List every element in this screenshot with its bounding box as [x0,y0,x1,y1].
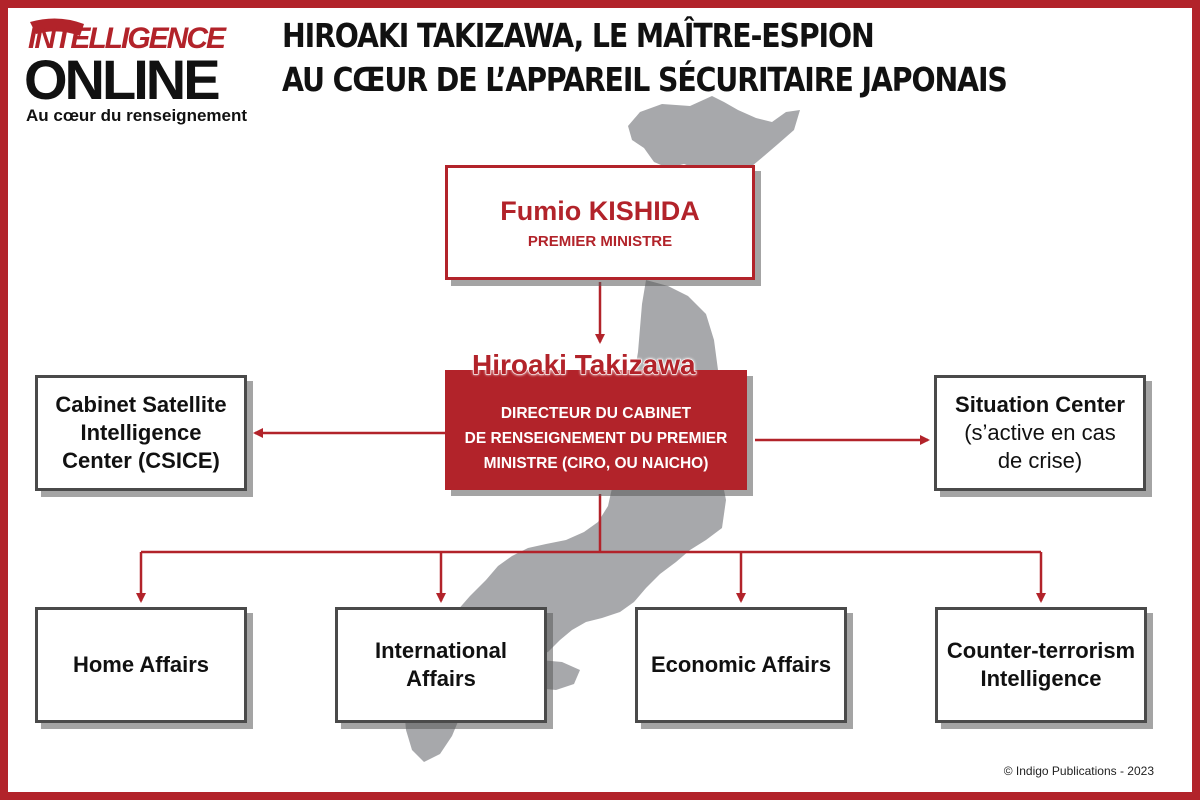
logo-tagline: Au cœur du renseignement [26,106,248,125]
situation-center-line-2: de crise) [997,448,1083,473]
title-line2: AU CŒUR DE L’APPAREIL SÉCURITAIRE JAPONA… [282,60,1008,99]
department-label: Intelligence [980,666,1102,691]
situation-center-line-1: (s’active en cas [964,420,1116,445]
prime-minister-box: Fumio KISHIDA PREMIER MINISTRE [445,165,755,280]
map-hokkaido [628,96,800,184]
department-home-affairs: Home Affairs [35,607,247,723]
prime-minister-name: Fumio KISHIDA [500,195,700,226]
director-line-2: DE RENSEIGNEMENT DU PREMIER [464,429,728,447]
director-name: Hiroaki Takizawa [471,348,696,380]
logo-line1: INTELLIGENCE [28,22,226,55]
department-international-affairs: International Affairs [335,607,547,723]
csice-box: Cabinet Satellite Intelligence Center (C… [35,375,247,491]
director-line-3: MINISTRE (CIRO, OU NAICHO) [483,454,709,472]
prime-minister-role: PREMIER MINISTRE [527,232,673,250]
situation-center-box: Situation Center (s’active en cas de cri… [934,375,1146,491]
department-counter-terrorism: Counter-terrorism Intelligence [935,607,1147,723]
title-line1: HIROAKI TAKIZAWA, LE MAÎTRE-ESPION [282,16,875,55]
page-title: HIROAKI TAKIZAWA, LE MAÎTRE-ESPION AU CŒ… [282,14,1056,102]
situation-center-title: Situation Center [955,392,1125,417]
department-label: Counter-terrorism [946,638,1136,663]
director-box: DIRECTEUR DU CABINET DE RENSEIGNEMENT DU… [445,370,747,490]
csice-line-3: Center (CSICE) [62,448,220,473]
copyright-notice: © Indigo Publications - 2023 [1003,764,1154,778]
director-line-1: DIRECTEUR DU CABINET [500,404,692,422]
logo-line2: ONLINE [24,48,221,111]
logo-swoosh [30,18,84,36]
department-label: Home Affairs [72,652,210,677]
department-label: Affairs [406,666,476,691]
department-label: Economic Affairs [650,652,832,677]
csice-line-1: Cabinet Satellite [55,392,227,417]
intelligence-online-logo: INTELLIGENCE ONLINE Au cœur du renseigne… [24,18,269,128]
department-label: International [374,638,507,663]
department-economic-affairs: Economic Affairs [635,607,847,723]
csice-line-2: Intelligence [80,420,202,445]
